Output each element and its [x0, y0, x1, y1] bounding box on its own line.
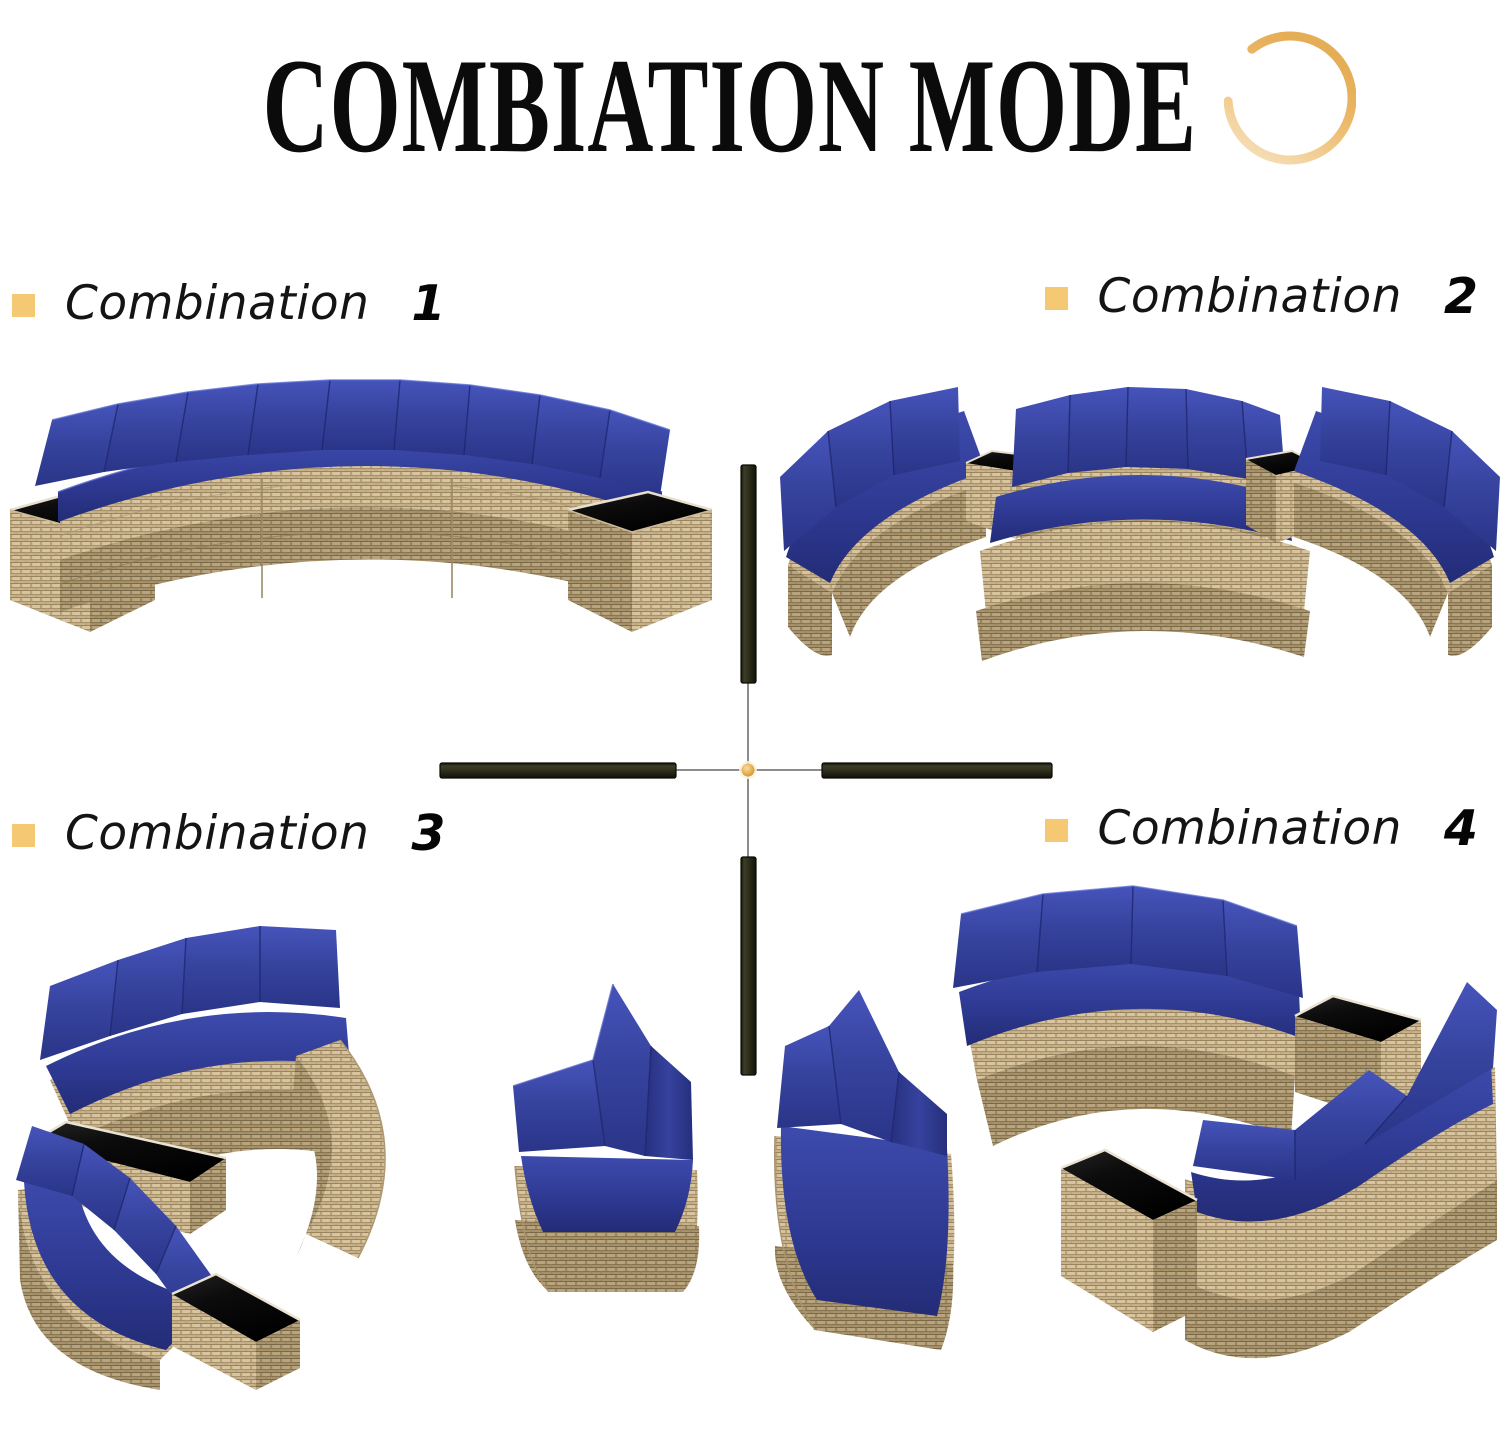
- divider-bar-horizontal-right: [821, 762, 1053, 779]
- divider-bar-vertical-bottom: [740, 856, 757, 1076]
- combination-1-artwork: [0, 360, 720, 690]
- curved-sofa-segment-left: [780, 387, 986, 656]
- combination-3-artwork: [10, 890, 480, 1390]
- three-seat-curved-sofa: [953, 885, 1303, 1146]
- combination-4-label-number: 4: [1443, 800, 1478, 857]
- corner-glass-table-bottom: [1060, 1148, 1198, 1332]
- page-header: COMBIATION MODE: [0, 0, 1500, 250]
- divider-bar-horizontal-left: [439, 762, 677, 779]
- combination-2-label-number: 2: [1443, 268, 1478, 325]
- combination-2-label: Combination 2: [1044, 268, 1478, 325]
- back-cushions: [35, 379, 671, 496]
- combination-2-label-text: Combination: [1097, 269, 1402, 324]
- curved-sofa-segment-right: [1294, 387, 1500, 656]
- combination-1-label-text: Combination: [65, 276, 370, 331]
- combination-4-artwork: [755, 880, 1500, 1400]
- combination-4-label: Combination 4: [1044, 800, 1478, 857]
- curved-sofa-outer-wall: [292, 1039, 386, 1259]
- curved-loveseat-module-left: [773, 990, 955, 1350]
- corner-glass-table-lower: [171, 1272, 301, 1390]
- orange-square-bullet-icon: [12, 294, 35, 317]
- orange-square-bullet-icon: [12, 824, 35, 847]
- combination-4-label-text: Combination: [1097, 801, 1402, 856]
- combination-2-artwork: [780, 375, 1500, 680]
- center-wedge-chair-artwork: [485, 960, 735, 1320]
- corner-glass-table-right: [567, 490, 713, 632]
- combination-3-label: Combination 3: [12, 805, 445, 862]
- divider-bar-vertical-top: [740, 464, 757, 684]
- page-title: COMBIATION MODE: [262, 31, 1197, 181]
- combination-3-label-number: 3: [411, 805, 446, 862]
- center-pivot-dot-icon: [741, 763, 755, 777]
- curved-loveseat-module-right: [1060, 982, 1497, 1359]
- orange-square-bullet-icon: [1044, 819, 1068, 842]
- center-pivot-halo: [739, 761, 757, 779]
- combination-3-label-text: Combination: [65, 806, 370, 861]
- combination-1-label: Combination 1: [12, 275, 445, 332]
- combination-1-label-number: 1: [411, 275, 446, 332]
- curved-sofa-segment-inner: [16, 1126, 216, 1390]
- single-curved-wedge-chair: [512, 983, 700, 1293]
- orange-square-bullet-icon: [1044, 287, 1068, 310]
